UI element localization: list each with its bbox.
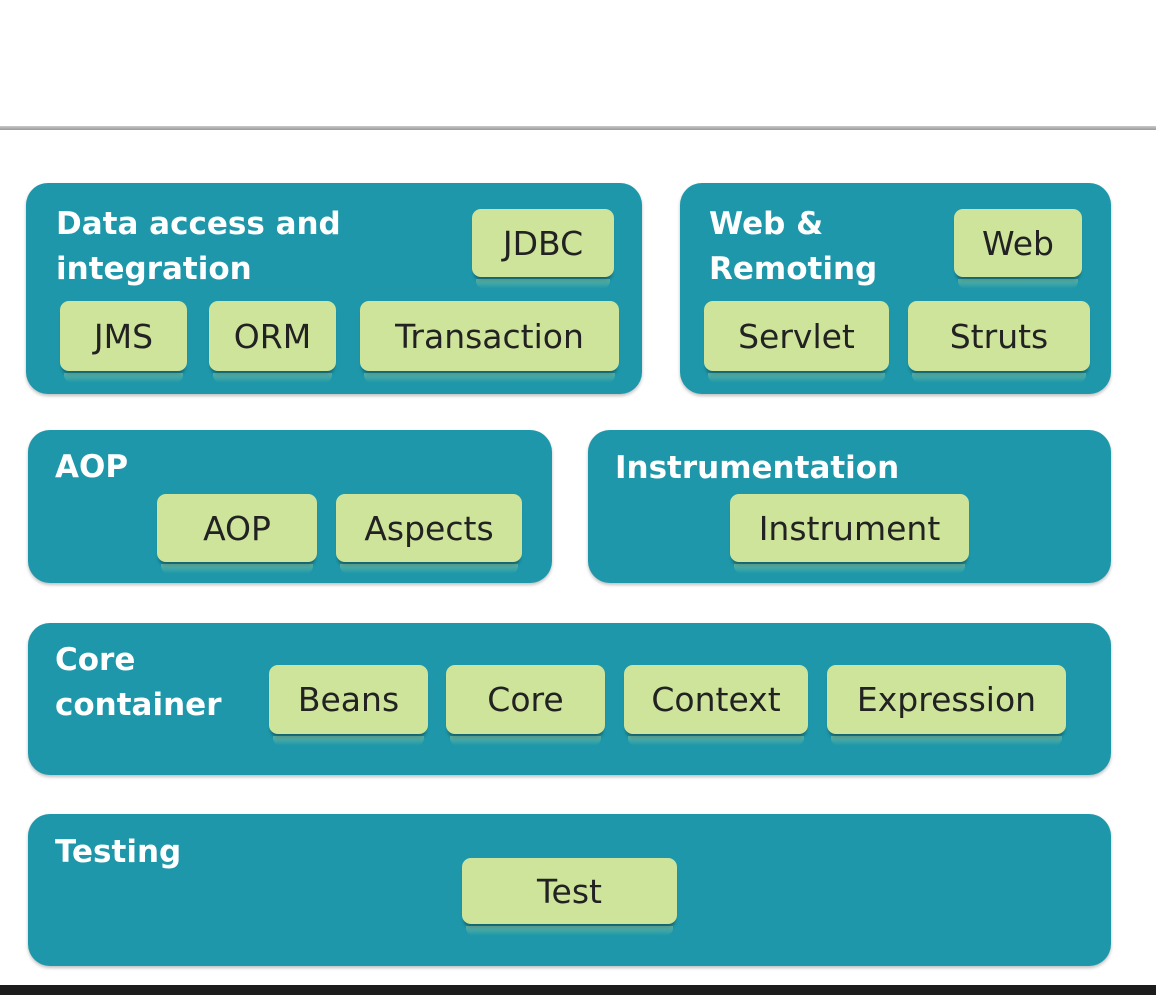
group-instrumentation: Instrumentation Instrument — [588, 430, 1111, 583]
group-testing: Testing Test — [28, 814, 1111, 966]
module-instrument: Instrument — [730, 494, 969, 574]
module-aop: AOP — [157, 494, 317, 574]
module-struts: Struts — [908, 301, 1090, 383]
group-title-instrumentation: Instrumentation — [615, 450, 900, 486]
module-beans: Beans — [269, 665, 428, 746]
module-test: Test — [462, 858, 677, 936]
group-web-remoting: Web & Remoting Web Servlet Struts — [680, 183, 1111, 394]
top-divider — [0, 126, 1156, 130]
module-jdbc: JDBC — [472, 209, 614, 289]
group-title-web-remoting: Web & Remoting — [709, 206, 878, 287]
group-data-access: Data access and integration JDBC JMS ORM… — [26, 183, 642, 394]
module-aspects: Aspects — [336, 494, 522, 574]
group-core-container: Core container Beans Core Context Expres… — [28, 623, 1111, 775]
module-expression: Expression — [827, 665, 1066, 746]
group-title-data-access: Data access and integration — [56, 206, 341, 287]
module-orm: ORM — [209, 301, 336, 383]
bottom-bar — [0, 985, 1156, 995]
group-title-testing: Testing — [55, 834, 182, 870]
module-servlet: Servlet — [704, 301, 889, 383]
module-web: Web — [954, 209, 1082, 289]
group-aop: AOP AOP Aspects — [28, 430, 552, 583]
group-title-aop: AOP — [55, 449, 129, 485]
module-transaction: Transaction — [360, 301, 619, 383]
module-jms: JMS — [60, 301, 187, 383]
module-context: Context — [624, 665, 808, 746]
group-title-core-container: Core container — [55, 642, 222, 723]
module-core: Core — [446, 665, 605, 746]
